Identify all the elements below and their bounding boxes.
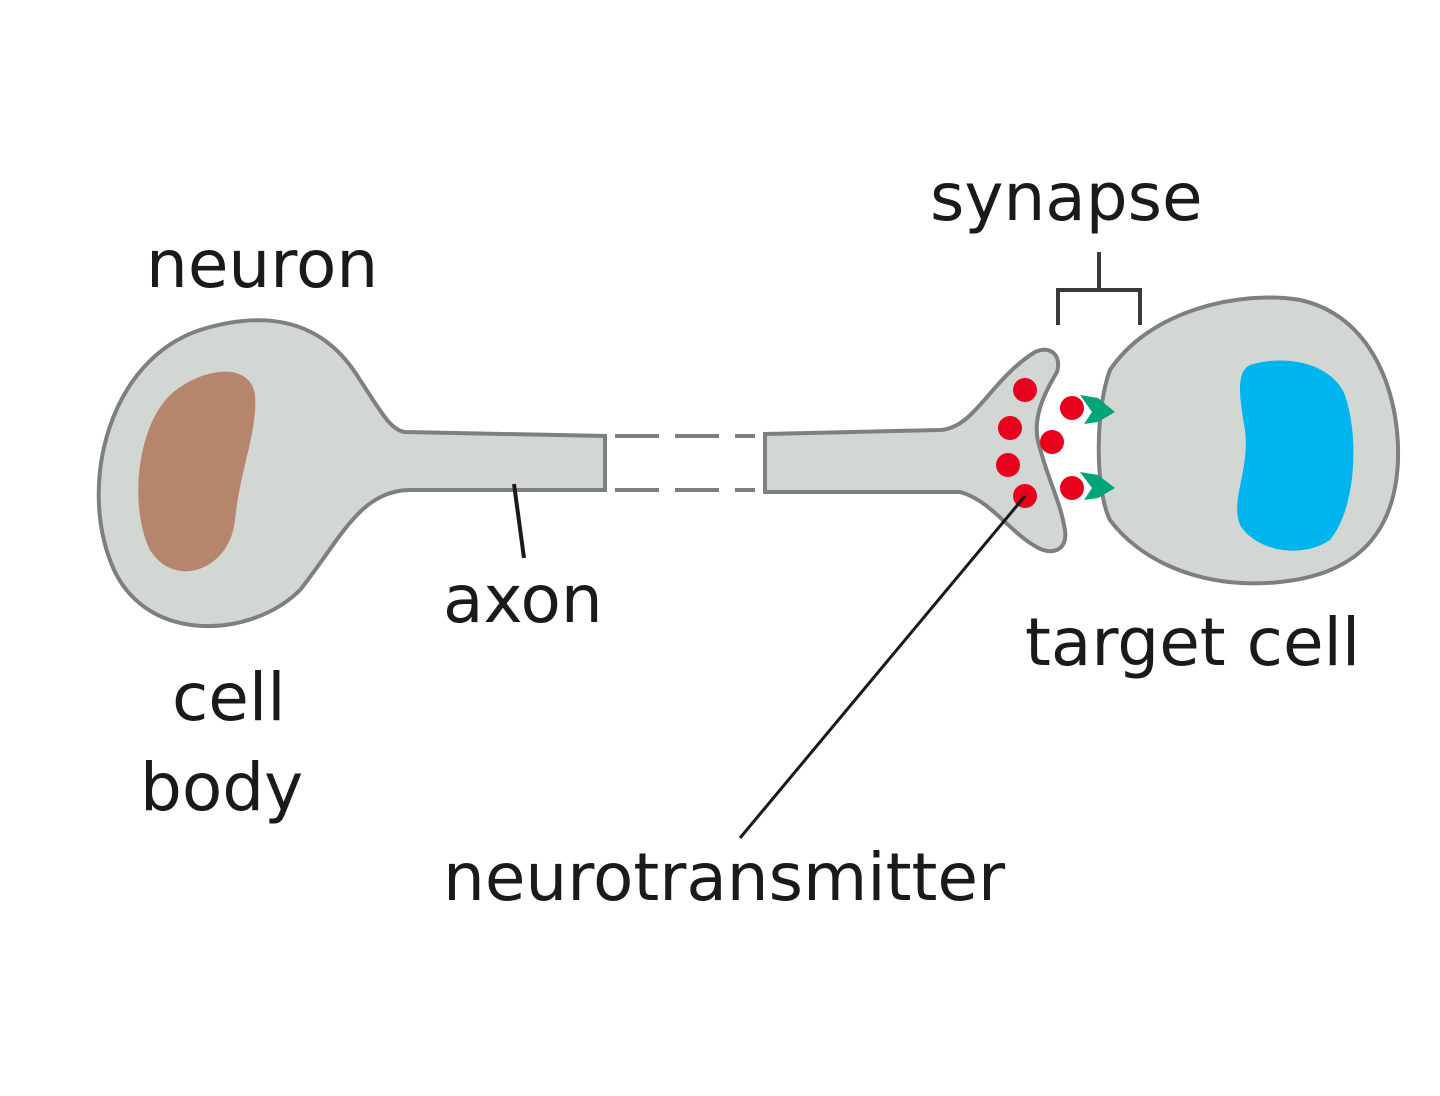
target-nucleus (1237, 360, 1354, 551)
label-cell-body-line1: cell (172, 659, 286, 736)
neurotransmitter-group (996, 378, 1084, 508)
label-target-cell: target cell (1025, 604, 1360, 681)
synapse-bracket (1056, 252, 1142, 325)
label-axon: axon (443, 561, 603, 638)
neurotransmitter-dot (996, 453, 1020, 477)
neurotransmitter-dot (1013, 378, 1037, 402)
axon-leader-line (512, 483, 526, 559)
neurotransmitter-dot (1040, 430, 1064, 454)
neurotransmitter-leader-line (738, 495, 1027, 839)
label-neurotransmitter: neurotransmitter (443, 839, 1006, 916)
receptor-group (1080, 395, 1115, 500)
label-cell-body-line2: body (140, 749, 303, 826)
receptor (1080, 395, 1115, 424)
axon-terminal (763, 347, 1068, 554)
neuron-nucleus (138, 371, 256, 572)
receptor (1080, 472, 1115, 500)
neurotransmitter-dot (1060, 396, 1084, 420)
neurotransmitter-dot (998, 416, 1022, 440)
label-synapse: synapse (930, 159, 1203, 236)
neurotransmitter-dot (1060, 476, 1084, 500)
label-neuron: neuron (146, 226, 378, 303)
